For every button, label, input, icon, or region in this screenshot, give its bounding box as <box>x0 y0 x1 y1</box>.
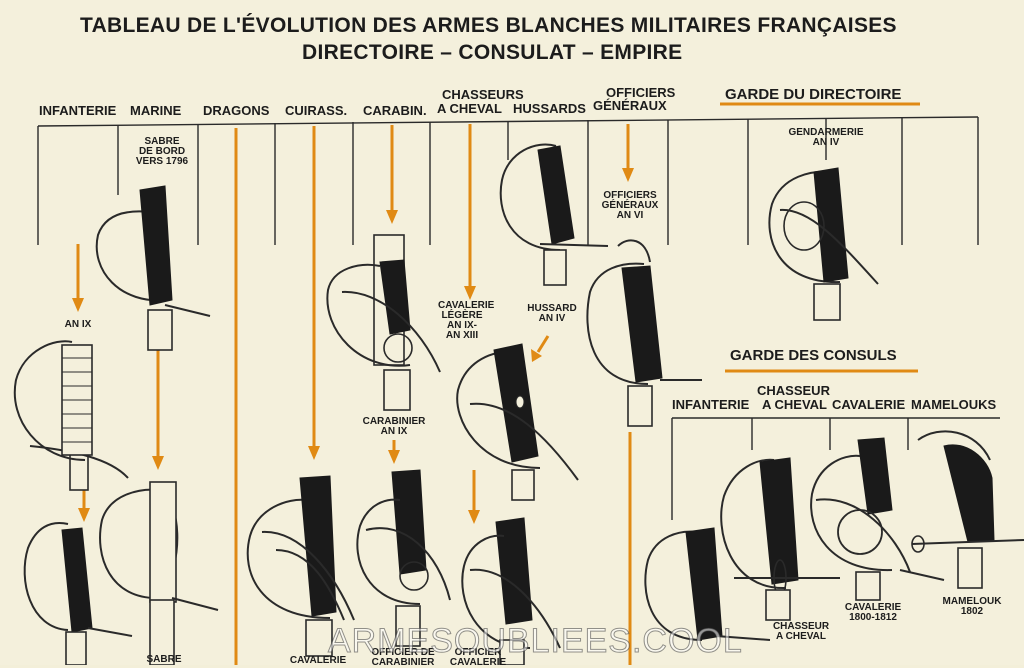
officier-cavalerie-drawing <box>461 517 561 665</box>
cavalerie-legere-drawing <box>456 343 579 501</box>
page-subtitle: DIRECTOIRE – CONSULAT – EMPIRE <box>302 41 683 64</box>
label-bottom-cavalerie: CAVALERIE <box>289 655 347 666</box>
column-marine: MARINE <box>130 103 182 118</box>
gendarmerie-drawing <box>768 167 879 321</box>
hussards-drawing <box>499 143 609 286</box>
column-dragons: DRAGONS <box>203 103 270 118</box>
mamelouk-drawing <box>911 430 1024 589</box>
label-an-ix-infanterie: AN IX <box>64 319 92 330</box>
consuls-column-infanterie: INFANTERIE <box>672 397 750 412</box>
column-chasseurs-line1: CHASSEURS <box>442 87 524 102</box>
officiers-generaux-drawing <box>586 239 702 427</box>
column-cuirassiers: CUIRASS. <box>285 103 348 118</box>
marine-bottom-drawing <box>99 481 219 665</box>
consuls-column-cavalerie: CAVALERIE <box>832 397 906 412</box>
column-hussards: HUSSARDS <box>513 101 586 116</box>
column-infanterie: INFANTERIE <box>39 103 117 118</box>
section-garde-consuls: GARDE DES CONSULS <box>730 347 897 364</box>
column-officiers-line2: GÉNÉRAUX <box>593 98 667 113</box>
evolution-arrows <box>72 124 634 665</box>
cuirassiers-bottom-drawing <box>246 475 355 657</box>
carabinier-an-ix-drawing <box>326 234 441 411</box>
infanterie-an-ix-drawing <box>13 340 129 491</box>
cavalerie-1800-1812-drawing <box>810 437 945 601</box>
consuls-column-chasseur-line1: CHASSEUR <box>757 383 830 398</box>
column-carabiniers: CARABIN. <box>363 103 427 118</box>
main-timeline-bar <box>37 116 979 245</box>
sabre-de-bord-drawing <box>95 185 211 351</box>
page-title: TABLEAU DE L'ÉVOLUTION DES ARMES BLANCHE… <box>80 14 897 37</box>
consuls-column-mamelouks: MAMELOUKS <box>911 397 997 412</box>
consuls-timeline-bar <box>671 417 1000 520</box>
consuls-column-chasseur-line2: A CHEVAL <box>762 397 827 412</box>
column-officiers-line1: OFFICIERS <box>606 85 676 100</box>
watermark: ARMESOUBLIEES.COOL <box>328 622 743 661</box>
infanterie-bottom-drawing <box>23 522 133 665</box>
officier-carabinier-drawing <box>356 469 451 647</box>
garde-infanterie-drawing <box>644 527 771 641</box>
chasseur-a-cheval-drawing <box>720 457 840 621</box>
section-garde-directoire: GARDE DU DIRECTOIRE <box>725 86 902 103</box>
column-chasseurs-line2: A CHEVAL <box>437 101 502 116</box>
label-bottom-sabre: SABRE <box>146 654 182 665</box>
